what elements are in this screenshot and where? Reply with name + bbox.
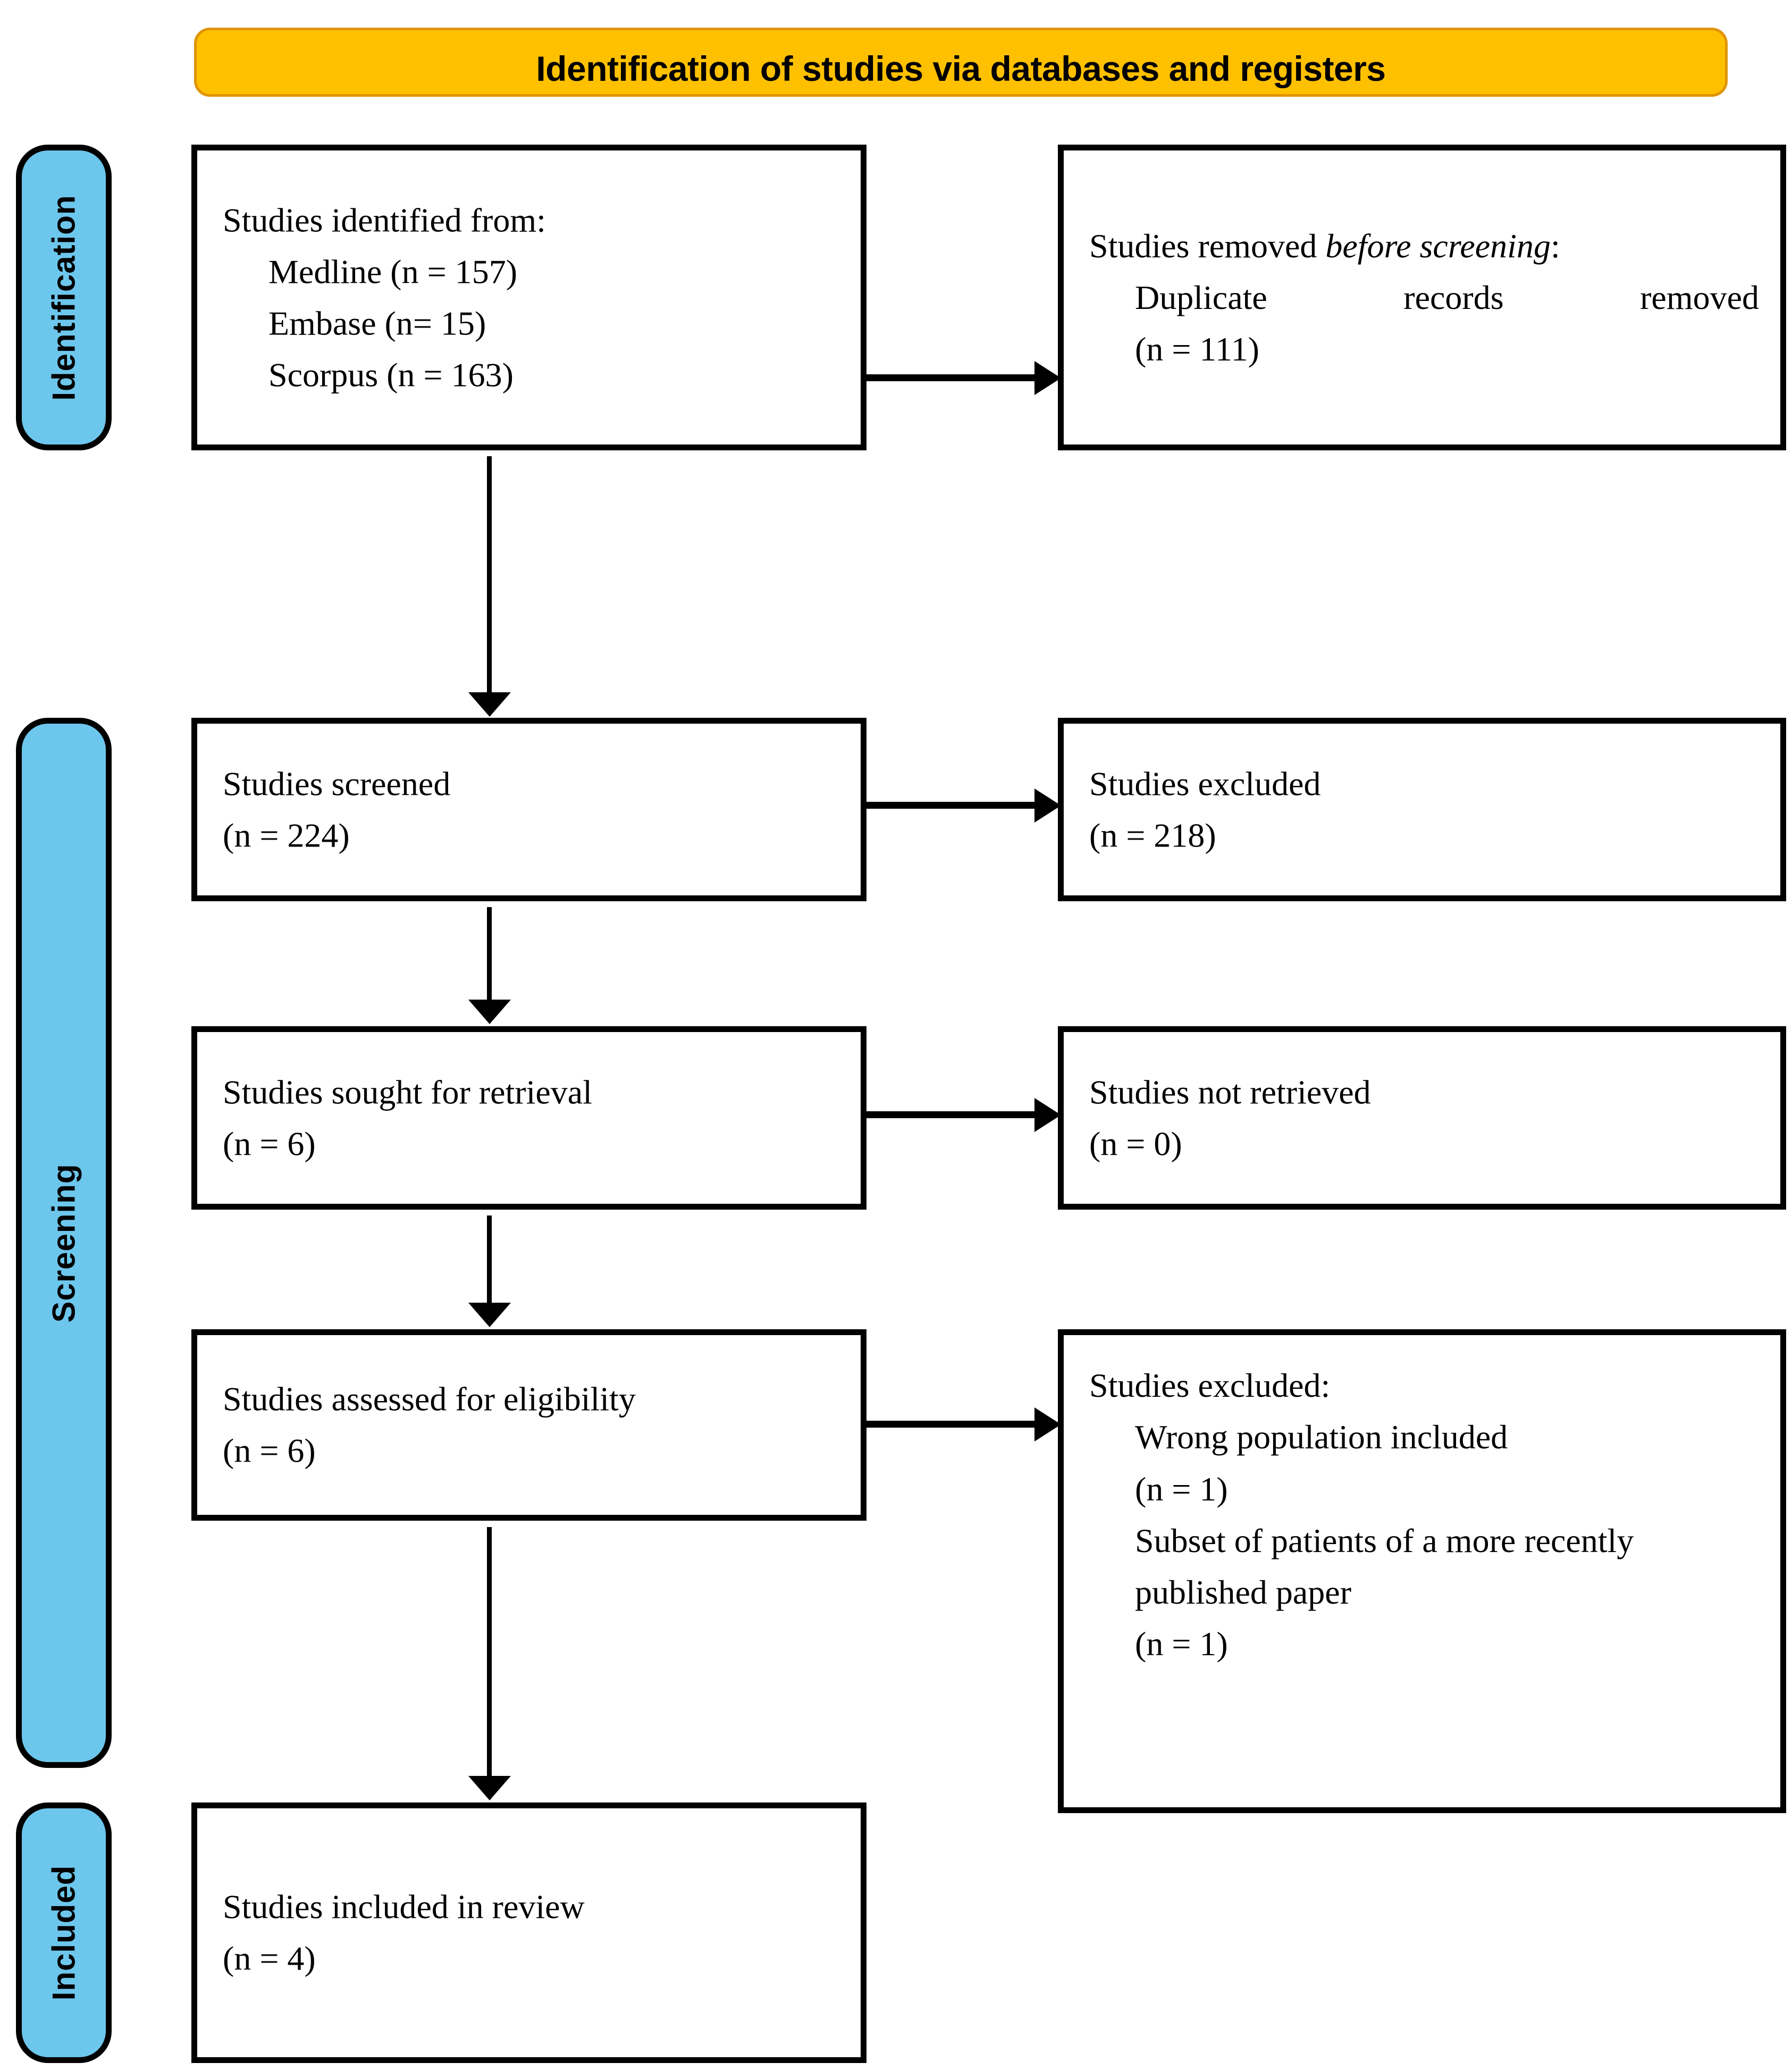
stage-label-screening: Screening xyxy=(46,1163,82,1323)
arrow-sought-to-assessed xyxy=(487,1215,492,1305)
studies-removed-heading-suffix: : xyxy=(1550,227,1560,265)
arrow-identified-to-screened xyxy=(487,456,492,694)
arrow-screened-to-excluded xyxy=(866,802,1037,809)
studies-excluded-screening-count: (n = 218) xyxy=(1089,816,1216,854)
studies-excluded-eligibility-heading: Studies excluded: xyxy=(1089,1366,1331,1404)
box-studies-screened-text: Studies screened (n = 224) xyxy=(223,758,839,861)
diagram-title: Identification of studies via databases … xyxy=(536,49,1386,89)
studies-identified-scorpus: Scorpus (n = 163) xyxy=(268,356,514,394)
box-studies-included-in-review: Studies included in review (n = 4) xyxy=(191,1802,866,2063)
duplicate-records-removed-label: Duplicate records removed xyxy=(1135,278,1759,316)
studies-screened-count: (n = 224) xyxy=(223,816,350,854)
stage-label-identification: Identification xyxy=(46,194,82,401)
studies-identified-medline: Medline (n = 157) xyxy=(268,253,517,291)
box-studies-sought-for-retrieval: Studies sought for retrieval (n = 6) xyxy=(191,1026,866,1210)
arrow-assessed-to-excluded-eligibility xyxy=(866,1421,1037,1428)
exclusion-reason-2-count: (n = 1) xyxy=(1135,1625,1228,1663)
diagram-title-banner: Identification of studies via databases … xyxy=(194,28,1728,97)
box-studies-not-retrieved: Studies not retrieved (n = 0) xyxy=(1058,1026,1786,1210)
box-studies-not-retrieved-text: Studies not retrieved (n = 0) xyxy=(1089,1066,1759,1170)
box-studies-included-text: Studies included in review (n = 4) xyxy=(223,1881,839,1985)
arrow-sought-to-not-retrieved xyxy=(866,1111,1037,1118)
stage-bar-screening: Screening xyxy=(16,718,112,1768)
studies-removed-heading: Studies removed before screening: xyxy=(1089,220,1759,272)
box-studies-screened: Studies screened (n = 224) xyxy=(191,718,866,901)
stage-bar-included: Included xyxy=(16,1802,112,2063)
box-studies-excluded-screening-text: Studies excluded (n = 218) xyxy=(1089,758,1759,861)
stage-bar-identification: Identification xyxy=(16,145,112,450)
arrow-identified-to-removed xyxy=(866,374,1037,381)
studies-included-count: (n = 4) xyxy=(223,1940,316,1977)
box-studies-excluded-screening: Studies excluded (n = 218) xyxy=(1058,718,1786,901)
exclusion-reason-1-label: Wrong population included xyxy=(1135,1418,1508,1456)
studies-screened-label: Studies screened xyxy=(223,765,451,803)
studies-excluded-screening-label: Studies excluded xyxy=(1089,765,1321,803)
box-studies-assessed-for-eligibility: Studies assessed for eligibility (n = 6) xyxy=(191,1329,866,1521)
exclusion-reason-1-count: (n = 1) xyxy=(1135,1470,1228,1508)
studies-removed-heading-italic: before screening xyxy=(1325,227,1551,265)
box-studies-excluded-eligibility: Studies excluded: Wrong population inclu… xyxy=(1058,1329,1786,1813)
studies-assessed-label: Studies assessed for eligibility xyxy=(223,1380,636,1418)
box-studies-assessed-text: Studies assessed for eligibility (n = 6) xyxy=(223,1373,839,1477)
arrow-screened-to-sought xyxy=(487,907,492,1002)
box-studies-removed-text: Studies removed before screening: Duplic… xyxy=(1089,220,1759,375)
box-studies-removed-before-screening: Studies removed before screening: Duplic… xyxy=(1058,145,1786,450)
studies-removed-heading-prefix: Studies removed xyxy=(1089,227,1326,265)
studies-sought-count: (n = 6) xyxy=(223,1125,316,1163)
studies-identified-embase: Embase (n= 15) xyxy=(268,304,486,342)
studies-sought-label: Studies sought for retrieval xyxy=(223,1073,592,1111)
box-studies-excluded-eligibility-text: Studies excluded: Wrong population inclu… xyxy=(1089,1360,1759,1670)
box-studies-identified: Studies identified from: Medline (n = 15… xyxy=(191,145,866,450)
duplicate-records-removed-count: (n = 111) xyxy=(1135,330,1259,368)
studies-identified-heading: Studies identified from: xyxy=(223,200,546,239)
box-studies-identified-text: Studies identified from: Medline (n = 15… xyxy=(223,194,839,401)
box-studies-sought-text: Studies sought for retrieval (n = 6) xyxy=(223,1066,839,1170)
studies-assessed-count: (n = 6) xyxy=(223,1432,316,1470)
studies-included-label: Studies included in review xyxy=(223,1888,585,1926)
arrow-assessed-to-included xyxy=(487,1527,492,1778)
exclusion-reason-2-label: Subset of patients of a more recently pu… xyxy=(1135,1521,1634,1612)
studies-not-retrieved-count: (n = 0) xyxy=(1089,1125,1182,1163)
stage-label-included: Included xyxy=(46,1865,82,2001)
studies-not-retrieved-label: Studies not retrieved xyxy=(1089,1073,1371,1111)
